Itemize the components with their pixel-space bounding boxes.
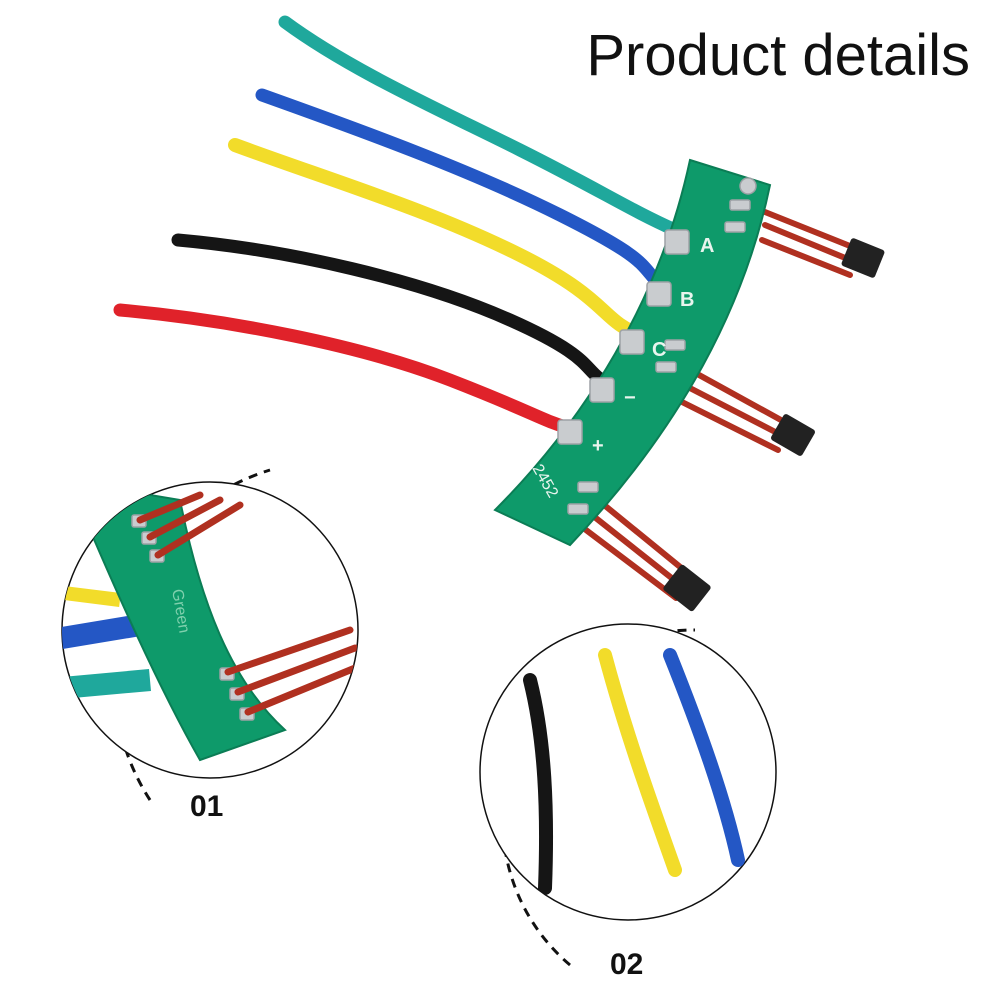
detail-label-02: 02: [610, 948, 644, 981]
pad-label-b: B: [680, 289, 694, 311]
main-wires: [113, 15, 682, 437]
hall-sensor-2: [771, 414, 815, 456]
hall-sensor-1: [841, 238, 885, 278]
page-title: Product details: [586, 23, 970, 88]
detail-02-yellow-wire: [598, 648, 682, 877]
black-wire: [171, 233, 617, 392]
red-wire: [113, 303, 582, 437]
teal-wire: [278, 15, 682, 237]
hall-sensors: [663, 238, 885, 612]
pad-label-a: A: [700, 235, 714, 257]
detail-label-01: 01: [190, 790, 224, 823]
detail-02-blue-wire: [663, 648, 745, 867]
detail-01: Green: [61, 468, 359, 801]
hall-sensor-3: [663, 564, 711, 612]
solder-pads: [557, 177, 757, 515]
pad-label-c: C: [652, 339, 666, 361]
pad-label-plus: +: [592, 435, 604, 457]
pad-label-minus: −: [624, 387, 636, 409]
main-pcb: A B C − + 2452: [493, 158, 772, 547]
yellow-wire: [228, 138, 647, 342]
blue-wire: [255, 88, 667, 292]
sensor-leads: [583, 207, 863, 601]
detail-02: [479, 623, 777, 967]
detail-02-black-wire: [523, 673, 554, 895]
